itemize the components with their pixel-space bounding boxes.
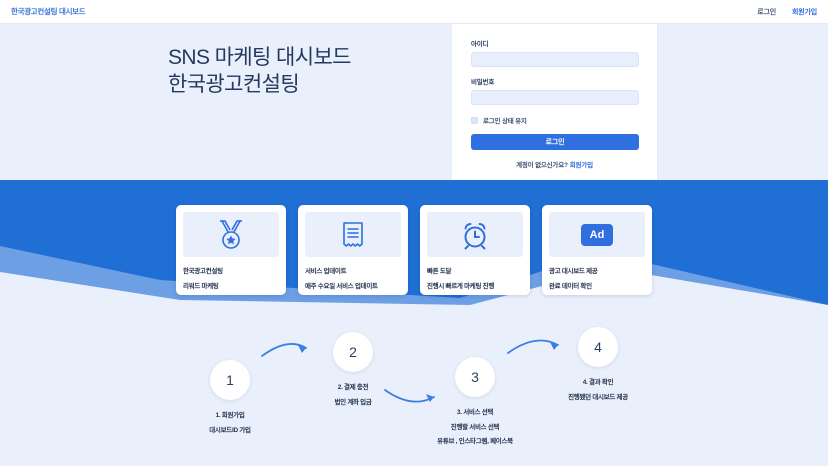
step-number: 3: [455, 357, 495, 397]
feature-card-subtitle: 완료 데이터 확인: [549, 283, 592, 290]
step-subtitle: 진행됐던 대시보드 제공: [568, 394, 628, 401]
ad-badge-text: Ad: [581, 223, 613, 246]
keep-logged-in-checkbox[interactable]: [471, 116, 478, 124]
step-title: 1. 회원가입: [215, 412, 245, 419]
feature-card-list: 한국광고컨설팅 리워드 마케팅 서비스 업데이트 매주 수요일 서비스 업데이트: [0, 205, 828, 295]
feature-card[interactable]: 빠른 도달 진행시 빠르게 마케팅 진행: [420, 205, 530, 295]
receipt-icon: [305, 212, 401, 257]
step-title: 2. 결제 충전: [337, 384, 369, 391]
process-step: 4 4. 결과 확인 진행됐던 대시보드 제공: [523, 327, 673, 401]
feature-card-subtitle: 리워드 마케팅: [183, 283, 219, 290]
step-detail: 유튜브 , 인스타그램, 페이스북: [437, 438, 513, 445]
feature-card-title: 한국광고컨설팅: [183, 268, 223, 275]
signup-helper: 계정이 없으신가요?회원가입: [471, 159, 638, 169]
step-subtitle: 대시보드ID 가입: [209, 427, 251, 434]
medal-icon: [183, 212, 279, 257]
top-header-bar: 한국광고컨설팅 대시보드 로그인 회원가입: [0, 0, 828, 24]
step-subtitle: 진행할 서비스 선택: [450, 424, 500, 431]
feature-card-subtitle: 진행시 빠르게 마케팅 진행: [427, 283, 494, 290]
ad-badge-icon: Ad: [549, 212, 645, 257]
feature-card-title: 빠른 도달: [427, 268, 452, 275]
page-title: SNS 마케팅 대시보드 한국광고컨설팅: [168, 46, 351, 96]
id-input[interactable]: [471, 52, 639, 67]
keep-logged-in-label: 로그인 상태 유지: [483, 118, 527, 125]
password-field-label: 비밀번호: [471, 79, 495, 86]
login-form-card: 아이디 비밀번호 로그인 상태 유지 로그인 계정이 없으신가요?회원가입: [452, 24, 658, 180]
nav-login-link[interactable]: 로그인: [757, 8, 777, 16]
feature-card-title: 광고 대시보드 제공: [549, 268, 598, 275]
top-nav: 로그인 회원가입: [757, 7, 817, 17]
step-number: 2: [333, 332, 373, 372]
feature-card[interactable]: Ad 광고 대시보드 제공 완료 데이터 확인: [542, 205, 652, 295]
step-arrows: [261, 339, 559, 403]
process-steps-section: 1 1. 회원가입 대시보드ID 가입 2 2. 결제 충전 법인 계좌 입금 …: [0, 305, 828, 466]
step-subtitle: 법인 계좌 입금: [334, 399, 372, 406]
login-submit-button[interactable]: 로그인: [471, 134, 639, 150]
feature-card-title: 서비스 업데이트: [305, 268, 347, 275]
id-field-label: 아이디: [471, 41, 489, 48]
process-step: 3 3. 서비스 선택 진행할 서비스 선택 유튜브 , 인스타그램, 페이스북: [400, 357, 550, 445]
feature-card[interactable]: 한국광고컨설팅 리워드 마케팅: [176, 205, 286, 295]
feature-card[interactable]: 서비스 업데이트 매주 수요일 서비스 업데이트: [298, 205, 408, 295]
nav-signup-link[interactable]: 회원가입: [792, 8, 817, 16]
process-step: 1 1. 회원가입 대시보드ID 가입: [155, 360, 305, 434]
keep-logged-in-row[interactable]: 로그인 상태 유지: [471, 115, 638, 125]
step-title: 4. 결과 확인: [582, 379, 614, 386]
signup-helper-link[interactable]: 회원가입: [569, 162, 593, 169]
step-title: 3. 서비스 선택: [456, 409, 494, 416]
step-number: 4: [578, 327, 618, 367]
process-step: 2 2. 결제 충전 법인 계좌 입금: [278, 332, 428, 406]
step-number: 1: [210, 360, 250, 400]
signup-helper-text: 계정이 없으신가요?: [516, 162, 568, 169]
alarm-clock-icon: [427, 212, 523, 257]
brand-title: 한국광고컨설팅 대시보드: [11, 7, 86, 16]
hero-section: SNS 마케팅 대시보드 한국광고컨설팅 아이디 비밀번호 로그인 상태 유지 …: [0, 24, 828, 180]
password-input[interactable]: [471, 90, 639, 105]
feature-card-subtitle: 매주 수요일 서비스 업데이트: [305, 283, 378, 290]
